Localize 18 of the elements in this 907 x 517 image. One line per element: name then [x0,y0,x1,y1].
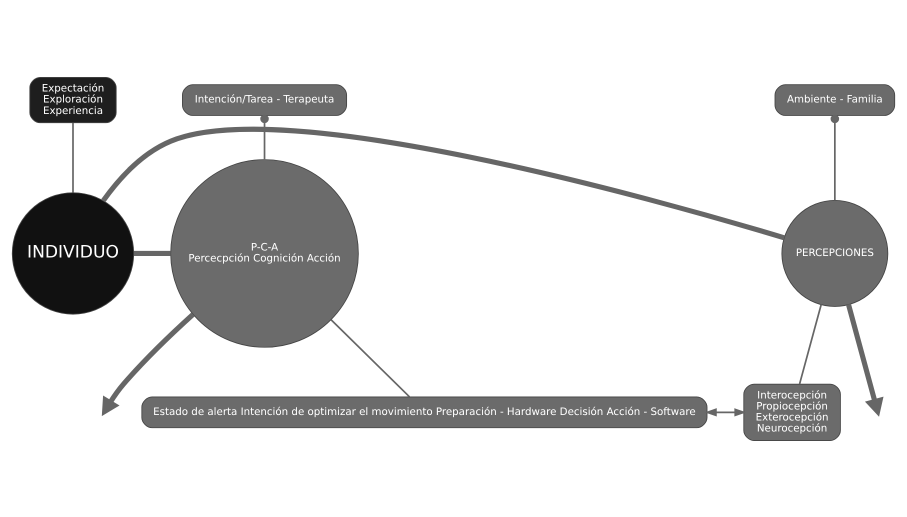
node-box: Ambiente - Familia [774,84,896,116]
arrow [102,312,195,416]
arrow [704,408,746,416]
node-circle: INDIVIDUO [12,192,134,314]
node-box: Intención/Tarea - Terapeuta [182,84,348,116]
connector [260,114,269,159]
connector [134,250,170,256]
connector [798,304,822,384]
arrow [846,303,884,416]
node-circle: P-C-A Percecpción Cognición Acción [170,158,359,348]
connector [72,122,74,192]
node-box: Expectación Exploración Experiencia [29,76,117,123]
node-box: Estado de alerta Intención de optimizar el movimiento Preparación - Hardware Decisión Acción - Software [141,396,708,428]
node-circle: PERCEPCIONES [781,200,888,306]
connector [330,318,410,397]
connector [101,126,785,240]
connector [830,114,840,200]
node-box: Interocepción Propiocepción Exterocepción Neurocepción [743,383,841,440]
